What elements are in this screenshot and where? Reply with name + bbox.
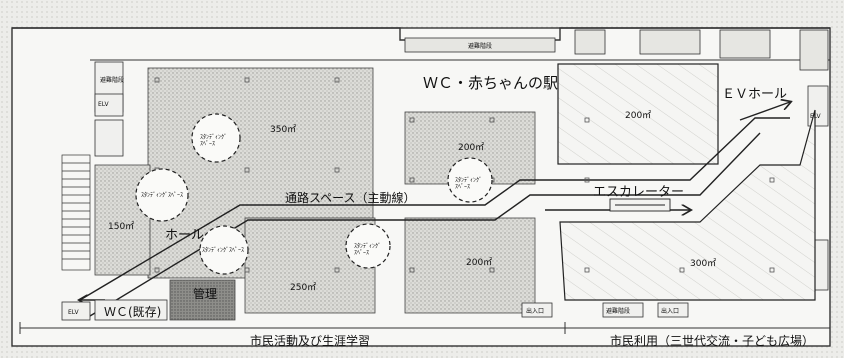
- label-wc-baby: ＷＣ・赤ちゃんの駅: [423, 74, 558, 92]
- stairs-bottom-right-label: 避難階段: [606, 307, 630, 315]
- circle-label-1: ｽﾀﾝﾃﾞｨﾝｸﾞｽﾍﾟｰｽ: [200, 134, 227, 148]
- area-200-center: 200㎡: [458, 142, 484, 153]
- circle-label-3: ｽﾀﾝﾃﾞｨﾝｸﾞｽﾍﾟｰｽ: [455, 177, 482, 191]
- management-area: [169, 279, 236, 321]
- area-300: 300㎡: [690, 258, 716, 269]
- room-200-right: [557, 63, 719, 165]
- label-ev-hall: ＥＶホール: [722, 87, 787, 102]
- label-bottom-left: 市民活動及び生涯学習: [250, 333, 370, 348]
- circle-label-5: ｽﾀﾝﾃﾞｨﾝｸﾞｽﾍﾟｰｽ: [354, 243, 381, 257]
- circle-label-2: ｽﾀﾝﾃﾞｨﾝｸﾞｽﾍﾟｰｽ: [141, 192, 183, 199]
- bottom-service: [61, 299, 689, 321]
- area-200-top: 200㎡: [625, 110, 651, 121]
- label-wc-existing: ＷＣ(既存): [104, 305, 161, 319]
- bottom-dimension: [19, 322, 831, 334]
- area-250: 250㎡: [290, 282, 316, 293]
- column-markers: [154, 77, 775, 273]
- stairs-top-label: 避難階段: [468, 42, 492, 50]
- label-bottom-right: 市民利用（三世代交流・子ども広場）: [610, 333, 814, 348]
- circle-label-4: ｽﾀﾝﾃﾞｨﾝｸﾞｽﾍﾟｰｽ: [202, 247, 244, 254]
- left-stairs: [61, 154, 91, 271]
- standing-circle-4: [199, 225, 249, 275]
- elv-right-label: ELV: [810, 113, 821, 120]
- area-200-lower: 200㎡: [466, 257, 492, 268]
- room-200-lower: [404, 217, 536, 314]
- area-150: 150㎡: [108, 221, 134, 232]
- elv-bottom-label: ELV: [68, 309, 79, 316]
- label-management: 管理: [193, 286, 217, 301]
- standing-circle-1: [191, 113, 241, 163]
- stairs-bottom-left-label: 避難階段: [100, 76, 124, 84]
- standing-space-circles: [135, 113, 493, 275]
- standing-circle-2: [135, 168, 189, 222]
- escalator: [609, 198, 671, 212]
- room-300-right: [559, 109, 816, 301]
- elv-left-label: ELV: [98, 101, 109, 108]
- label-hall: ホール: [165, 228, 204, 243]
- area-350: 350㎡: [270, 124, 296, 135]
- entrance-left-label: 出入口: [526, 307, 544, 315]
- label-passage: 通路スペース（主動線）: [285, 190, 416, 205]
- standing-circle-5: [345, 223, 391, 269]
- standing-circle-3: [447, 157, 493, 203]
- entrance-right-label: 出入口: [661, 307, 679, 315]
- label-escalator: エスカレーター: [593, 185, 684, 200]
